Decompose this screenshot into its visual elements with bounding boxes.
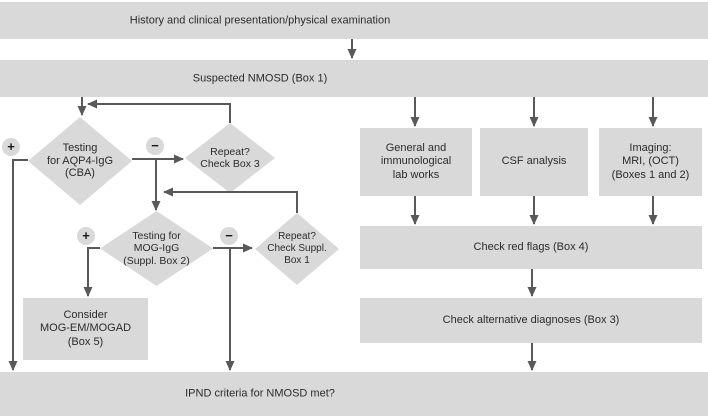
box-red-flags: Check red flags (Box 4)	[360, 226, 702, 269]
mog-negative-icon: −	[220, 227, 238, 245]
box-lab-works: General and immunological lab works	[360, 128, 472, 196]
banner-ipnd-criteria: IPND criteria for NMOSD met?	[0, 372, 708, 416]
box-imaging: Imaging: MRI, (OCT) (Boxes 1 and 2)	[599, 128, 702, 196]
diamond-mog-repeat-label: Repeat? Check Suppl. Box 1	[267, 231, 327, 266]
banner-suspected-nmosd: Suspected NMOSD (Box 1)	[0, 60, 708, 97]
box-imaging-label: Imaging: MRI, (OCT) (Boxes 1 and 2)	[611, 141, 690, 181]
box-alternative-diagnoses: Check alternative diagnoses (Box 3)	[360, 298, 702, 343]
banner-history: History and clinical presentation/physic…	[0, 2, 708, 39]
box-csf-analysis: CSF analysis	[480, 128, 588, 196]
banner-ipnd-criteria-label: IPND criteria for NMOSD met?	[185, 387, 335, 400]
arrow-mog-positive-to-consider	[83, 247, 100, 297]
arrow-repeat2-back-to-mog	[163, 187, 298, 213]
aqp4-negative-icon: −	[146, 137, 164, 155]
mog-positive-icon: +	[77, 227, 95, 245]
diamond-mog-testing: Testing for MOG-IgG (Suppl. Box 2)	[100, 211, 213, 286]
diamond-aqp4-repeat: Repeat? Check Box 3	[185, 123, 275, 193]
box-csf-analysis-label: CSF analysis	[501, 155, 567, 168]
aqp4-positive-icon: +	[2, 138, 20, 156]
diamond-aqp4-repeat-label: Repeat? Check Box 3	[200, 145, 260, 170]
diamond-mog-testing-label: Testing for MOG-IgG (Suppl. Box 2)	[123, 229, 190, 267]
arrow-repeat1-back-to-aqp4	[87, 99, 231, 123]
diamond-aqp4-testing: Testing for AQP4-IgG (CBA)	[28, 117, 132, 205]
diamond-aqp4-testing-label: Testing for AQP4-IgG (CBA)	[46, 141, 114, 180]
banner-suspected-nmosd-label: Suspected NMOSD (Box 1)	[192, 71, 328, 84]
banner-history-label: History and clinical presentation/physic…	[129, 13, 391, 26]
box-consider-mogad-label: Consider MOG-EM/MOGAD (Box 5)	[39, 308, 132, 348]
diamond-mog-repeat: Repeat? Check Suppl. Box 1	[255, 213, 339, 285]
box-red-flags-label: Check red flags (Box 4)	[473, 240, 589, 253]
box-lab-works-label: General and immunological lab works	[380, 141, 452, 181]
box-alternative-diagnoses-label: Check alternative diagnoses (Box 3)	[442, 313, 620, 326]
box-consider-mogad: Consider MOG-EM/MOGAD (Box 5)	[23, 298, 148, 360]
